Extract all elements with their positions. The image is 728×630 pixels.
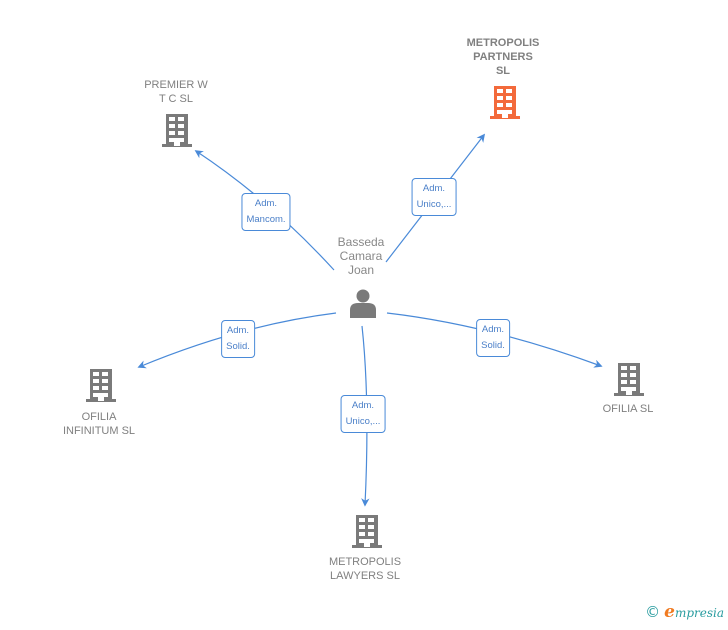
- building-window: [630, 366, 636, 370]
- building-window: [621, 373, 627, 377]
- building-window: [102, 393, 108, 397]
- building-window: [497, 96, 503, 100]
- building-window: [506, 110, 512, 114]
- building-window: [169, 117, 175, 121]
- company-label-metropolis-lawyers[interactable]: METROPOLIS LAWYERS SL: [328, 556, 402, 582]
- building-window: [178, 124, 184, 128]
- building-window: [102, 372, 108, 376]
- building-window: [169, 138, 175, 142]
- building-window: [368, 525, 374, 529]
- building-window: [359, 539, 365, 543]
- building-window: [102, 379, 108, 383]
- company-label-metropolis-partners[interactable]: METROPOLIS PARTNERS SL: [466, 37, 540, 77]
- building-icon[interactable]: [490, 86, 520, 119]
- relation-badge-premier-wtc[interactable]: Adm. Mancom.: [241, 193, 291, 231]
- building-window: [497, 110, 503, 114]
- building-window: [93, 372, 99, 376]
- building-window: [359, 525, 365, 529]
- person-name-label[interactable]: Basseda Camara Joan: [337, 235, 385, 277]
- building-icon[interactable]: [352, 515, 382, 548]
- building-window: [178, 138, 184, 142]
- building-window: [621, 387, 627, 391]
- building-door: [174, 138, 180, 146]
- empresia-logo[interactable]: empresia: [664, 602, 724, 622]
- building-window: [93, 386, 99, 390]
- building-window: [359, 532, 365, 536]
- relation-badge-ofilia[interactable]: Adm. Solid.: [476, 319, 510, 357]
- building-window: [506, 89, 512, 93]
- building-window: [621, 366, 627, 370]
- building-door: [364, 539, 370, 547]
- building-window: [93, 393, 99, 397]
- building-window: [102, 386, 108, 390]
- building-icon[interactable]: [86, 369, 116, 402]
- building-door: [502, 110, 508, 118]
- copyright-icon: ©: [645, 603, 661, 621]
- building-door: [98, 393, 104, 401]
- company-label-ofilia-infinitum[interactable]: OFILIA INFINITUM SL: [62, 411, 136, 437]
- building-window: [359, 518, 365, 522]
- relation-badge-metropolis-partners[interactable]: Adm. Unico,...: [411, 178, 457, 216]
- building-window: [630, 380, 636, 384]
- footer-brand: © empresia: [645, 602, 724, 622]
- person-icon[interactable]: [350, 289, 376, 319]
- relation-badge-metropolis-lawyers[interactable]: Adm. Unico,...: [340, 395, 386, 433]
- company-label-ofilia[interactable]: OFILIA SL: [602, 403, 654, 415]
- relation-badge-ofilia-infinitum[interactable]: Adm. Solid.: [221, 320, 255, 358]
- building-window: [368, 518, 374, 522]
- building-door: [626, 387, 632, 395]
- building-icon[interactable]: [162, 114, 192, 147]
- company-label-premier-wtc[interactable]: PREMIER W T C SL: [144, 79, 208, 105]
- building-window: [630, 373, 636, 377]
- building-icon[interactable]: [614, 363, 644, 396]
- building-window: [497, 103, 503, 107]
- building-window: [178, 117, 184, 121]
- building-window: [506, 103, 512, 107]
- building-window: [169, 124, 175, 128]
- building-window: [506, 96, 512, 100]
- building-window: [368, 532, 374, 536]
- building-window: [368, 539, 374, 543]
- building-window: [169, 131, 175, 135]
- building-window: [630, 387, 636, 391]
- building-window: [497, 89, 503, 93]
- building-window: [621, 380, 627, 384]
- building-window: [178, 131, 184, 135]
- building-window: [93, 379, 99, 383]
